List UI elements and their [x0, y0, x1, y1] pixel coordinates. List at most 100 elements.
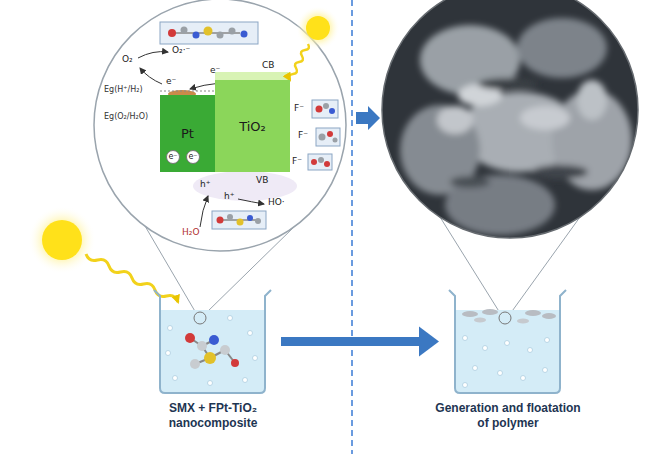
reaction-arrow [140, 68, 162, 84]
beaker-left [168, 326, 173, 331]
molecule-box [229, 28, 236, 35]
species-label: F⁻ [294, 104, 304, 114]
material-label: TiO₂ [239, 119, 266, 134]
beaker-right [542, 313, 556, 319]
molecule-box [241, 31, 248, 38]
molecule-box [160, 22, 340, 229]
molecule-box [227, 214, 233, 220]
beaker-left [185, 333, 195, 343]
molecule-box [318, 157, 324, 163]
band-diagram [215, 72, 290, 80]
beaker-left [160, 310, 265, 393]
species-label: HO· [268, 198, 285, 208]
zoom-arrow [356, 106, 380, 130]
sem-image [532, 165, 588, 179]
beaker-right [474, 318, 486, 323]
sem-image [380, 0, 640, 240]
arrow-shaft [281, 337, 419, 346]
zoom-circle [94, 0, 346, 251]
beaker-right [517, 319, 529, 324]
band-diagram [193, 171, 297, 201]
beaker-right [473, 366, 478, 371]
sem-image [380, 0, 640, 240]
species-label: H₂O [182, 228, 199, 238]
beaker-left [194, 312, 206, 324]
molecule-box [311, 159, 317, 165]
beaker-right [528, 348, 533, 353]
sun-icon [28, 6, 340, 274]
sun-icon [42, 220, 82, 260]
band-diagram [160, 72, 297, 201]
species-label: CB [262, 61, 274, 71]
reaction-arrow [200, 196, 208, 227]
molecule-box [212, 211, 266, 229]
beaker-right [483, 346, 488, 351]
species-label: h⁺ [200, 180, 210, 190]
molecule-box [324, 161, 330, 167]
molecule-box [193, 32, 200, 39]
beaker-left [209, 335, 219, 345]
beaker-right [545, 338, 550, 343]
sem-image [382, 0, 638, 238]
sun-icon [28, 206, 96, 274]
light-wave [86, 44, 309, 302]
molecule-box [333, 138, 338, 143]
molecule-box [308, 154, 332, 170]
molecule-box [204, 27, 213, 36]
beaker-left [166, 351, 171, 356]
molecule-box [255, 218, 261, 224]
molecule-box [329, 108, 335, 114]
sem-image [520, 106, 570, 130]
beaker-right [482, 309, 498, 315]
beaker-right [505, 341, 510, 346]
beaker-left [154, 290, 271, 393]
beaker-right [463, 383, 468, 388]
molecule-box [323, 103, 329, 109]
species-label: F⁻ [292, 157, 302, 167]
zoom-circle [94, 0, 346, 251]
beaker-caption: SMX + FPt-TiO₂ nanocomposite [138, 401, 288, 431]
beaker-left [228, 316, 233, 321]
beaker-left [231, 359, 239, 367]
sem-image [478, 78, 538, 90]
beaker-right [498, 371, 503, 376]
sun-icon [306, 16, 330, 40]
zoom-arrow [356, 106, 380, 130]
divider-line [351, 0, 353, 454]
beaker-left [243, 378, 248, 383]
sem-image [450, 176, 490, 188]
beaker-right [525, 310, 541, 316]
process-arrow [281, 327, 439, 357]
beaker: SMX + FPt-TiO₂ nanocomposite [150, 288, 275, 395]
molecule-box [217, 32, 224, 39]
molecule-box [316, 128, 340, 146]
beaker-left [208, 381, 213, 386]
material-label: Pt [181, 126, 194, 141]
molecule-box [217, 217, 224, 224]
beaker: Generation and floatation of polymer [445, 288, 570, 395]
beaker-left [204, 352, 216, 364]
light-wave [289, 44, 309, 80]
sem-image [517, 18, 607, 78]
beaker-caption: Generation and floatation of polymer [433, 401, 583, 431]
reaction-arrow [238, 199, 264, 204]
charge-label: e⁻ [186, 150, 200, 164]
species-label: O₂ [122, 55, 133, 65]
arrow-head [419, 327, 439, 357]
sun-icon [296, 6, 340, 50]
sem-image [400, 18, 632, 235]
beaker-left [220, 345, 230, 355]
beaker-right [463, 336, 468, 341]
species-label: O₂·⁻ [172, 46, 190, 56]
beaker-right [499, 312, 511, 324]
molecule-box [247, 215, 253, 221]
molecule-box [319, 134, 326, 141]
beaker-left [197, 341, 207, 351]
molecule-box [316, 106, 323, 113]
species-label: F⁻ [298, 131, 308, 141]
beaker-left [253, 356, 258, 361]
sem-image [577, 80, 607, 120]
